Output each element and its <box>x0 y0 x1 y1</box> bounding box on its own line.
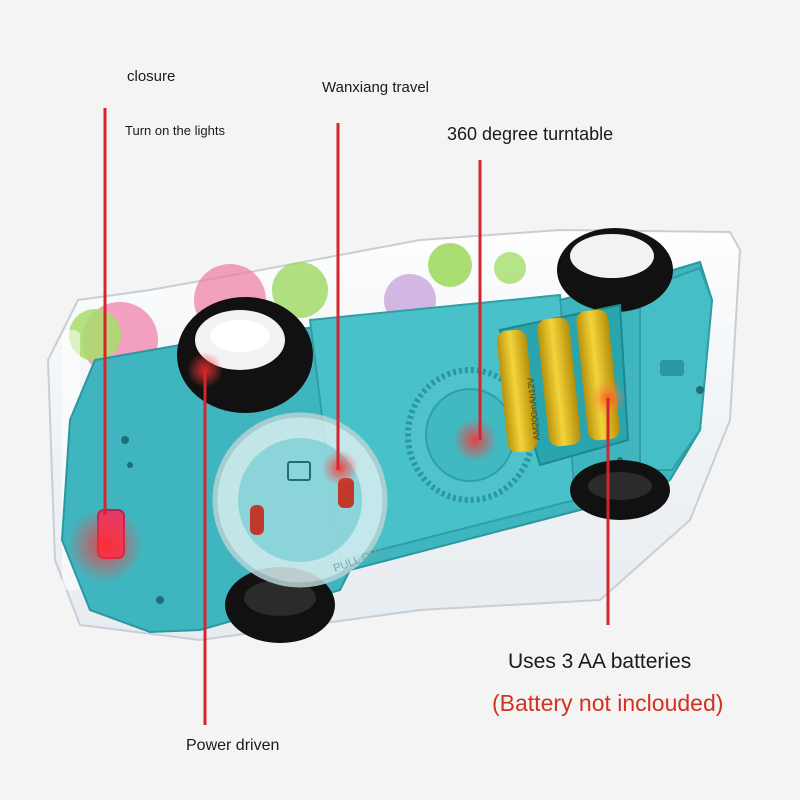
wheel-front-right <box>557 228 673 312</box>
label-turn-on-lights: Turn on the lights <box>125 123 225 138</box>
battery-2 <box>537 317 581 447</box>
label-power-driven: Power driven <box>186 737 280 754</box>
hotspot-turntable-glow <box>453 418 497 462</box>
wheel-rear-right <box>570 460 670 520</box>
pointer-lines <box>103 108 610 725</box>
pull-out-hatch: PULL OUT <box>212 412 388 588</box>
hotspot-switch-glow <box>67 507 143 583</box>
label-wanxiang-travel: Wanxiang travel <box>322 79 429 96</box>
label-batteries: Uses 3 AA batteries <box>508 650 692 673</box>
label-turntable: 360 degree turntable <box>447 124 614 144</box>
battery-1 <box>496 329 538 453</box>
label-battery-not-included: (Battery not inclouded) <box>492 690 724 716</box>
hotspot-hatch-glow <box>322 450 358 486</box>
label-closure: closure <box>127 68 176 85</box>
gear-green <box>69 309 121 361</box>
gear-green-3 <box>428 243 472 287</box>
gear-green-2 <box>272 262 328 318</box>
gear-green-4 <box>494 252 526 284</box>
